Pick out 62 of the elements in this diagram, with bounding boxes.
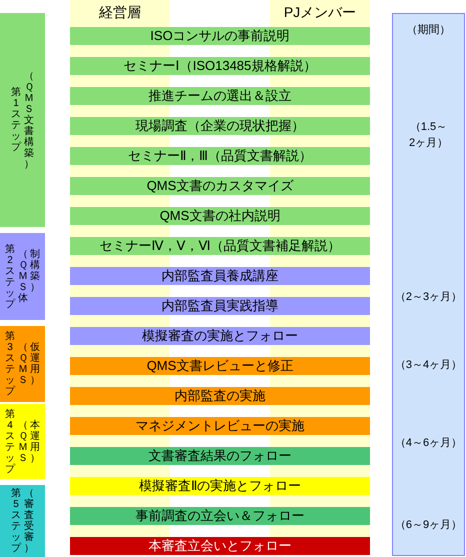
task-bar [70,267,370,285]
task-bar [70,87,370,105]
task-bar [70,477,370,495]
step-band [0,404,45,479]
step-title: 第2ステップ [5,244,15,310]
duration-label: （2～3ヶ月） [394,290,462,305]
step-subtitle: （ＱＭＳ仮運用） [18,342,40,386]
task-label: 現場調査（企業の現状把握） [136,117,304,135]
step-subtitle: （ＱＭＳ文書構築） [24,70,34,170]
step-title: 第3ステップ [5,331,15,397]
task-bar [70,507,370,525]
duration-label: （3～4ヶ月） [394,358,462,373]
step-title: 第4ステップ [5,408,15,474]
step-band [0,326,45,402]
task-bar [70,297,370,315]
duration-label: （4～6ヶ月） [394,436,462,451]
task-label: マネジメントレビューの実施 [136,417,304,435]
task-label: QMS文書のカスタマイズ [146,177,294,195]
task-bar [70,537,370,555]
step-subtitle: （ＱＭＳ本運用） [18,420,40,464]
task-bar [70,447,370,465]
task-bar [70,147,370,165]
task-bar [70,27,370,45]
task-bar [70,387,370,405]
task-bar [70,327,370,345]
task-label: 本審査立会いとフォロー [148,537,292,555]
duration-label: （1.5～2ヶ月） [408,120,448,151]
step-band [0,233,45,320]
duration-label: （6～9ヶ月） [394,518,462,533]
step-title: 第5ステップ [11,488,21,554]
task-label: 推進チームの選出＆設立 [148,87,292,105]
column-header-cell [270,0,370,27]
task-bar [70,417,370,435]
task-label: 内部監査員実践指導 [162,297,278,315]
column-header: PJメンバー [284,3,356,21]
task-label: QMS文書の社内説明 [160,207,280,225]
task-bar [70,357,370,375]
task-label: 事前調査の立会い＆フォロー [136,507,304,525]
column-header: 経営層 [99,3,141,21]
task-label: QMS文書レビューと修正 [146,357,294,375]
period-heading: （期間） [406,23,450,38]
task-label: 模擬審査の実施とフォロー [142,327,298,345]
task-label: 文書審査結果のフォロー [148,447,292,465]
column-header-cell [70,0,170,27]
step-title: 第1ステップ [11,87,21,153]
task-label: セミナーⅡ，Ⅲ（品質文書解説） [128,147,312,165]
step-band [0,13,45,227]
period-column [392,13,465,556]
task-label: 内部監査の実施 [174,387,266,405]
task-label: セミナーⅠ（ISO13485規格解説） [124,57,316,75]
step-subtitle: （ＱＭＳ体制構築） [18,249,40,304]
task-label: ISOコンサルの事前説明 [150,27,290,45]
task-bar [70,177,370,195]
task-bar [70,207,370,225]
task-bar [70,237,370,255]
step-band [0,485,45,557]
task-bar [70,57,370,75]
task-label: セミナーⅣ，Ⅴ，Ⅵ（品質文書補足解説） [100,237,340,255]
step-subtitle: （審査受審） [24,488,34,554]
task-bar [70,117,370,135]
task-label: 内部監査員養成講座 [162,267,278,285]
task-label: 模擬審査Ⅱの実施とフォロー [139,477,301,495]
